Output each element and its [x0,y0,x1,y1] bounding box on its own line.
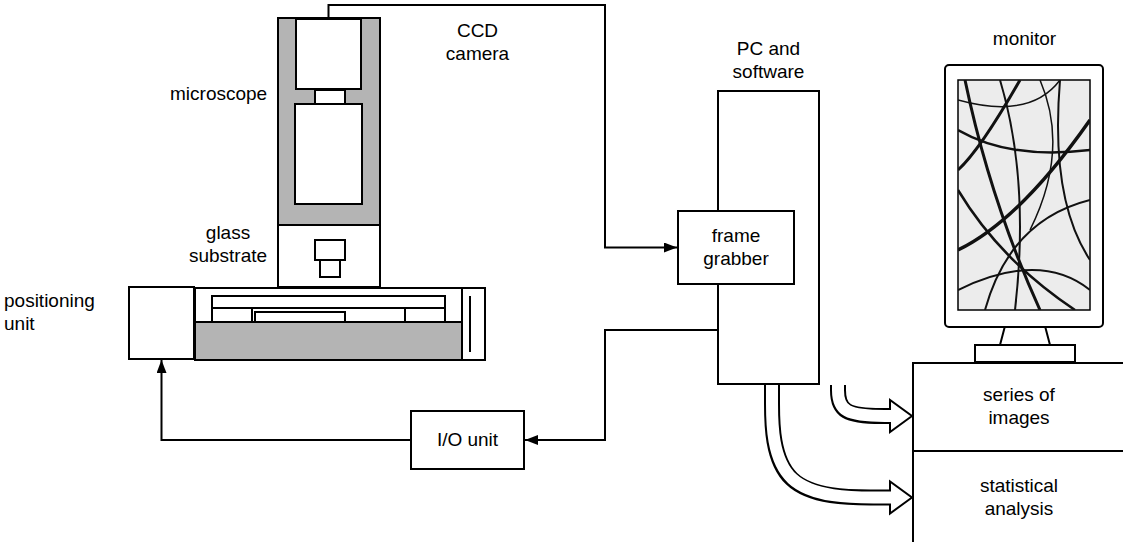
stage-frame [195,288,462,322]
objective-lens [320,260,340,277]
connector-line [329,5,678,248]
fiber [985,200,1090,310]
component-label: PC and software [712,38,825,84]
connector-line [162,360,411,440]
part-label: monitor [972,28,1077,51]
connector [329,5,678,248]
microscope-drawing [195,18,485,360]
microscope-housing [278,18,380,225]
fiber [1000,80,1020,310]
component-label: CCD camera [430,20,525,66]
part-label: microscope [170,83,275,106]
connector [162,360,411,440]
table-cell: series of images [912,362,1123,452]
fiber-image [958,80,1090,310]
fiber [958,270,1090,290]
connector [838,385,912,432]
hollow-arrow-fill [838,385,894,416]
microscope-lower-housing [278,225,380,287]
microscope-tube [295,104,362,204]
pc-box: PC and softwareframe grabber [717,90,820,385]
stage-support [405,308,445,322]
connector-line [525,330,717,440]
microscope-neck [315,90,345,104]
box-label: frame grabber [679,225,793,271]
stage-column-edge [469,296,471,352]
fiber [1030,80,1053,230]
fiber [958,190,1075,310]
monitor-drawing [945,65,1103,362]
monitor-base [975,345,1075,362]
part-label: glass substrate [183,222,273,268]
connector [525,330,717,440]
fiber [1058,80,1090,260]
box-label: series of images [959,384,1079,430]
hollow-arrow-fill [772,385,894,498]
box-label: statistical analysis [959,475,1079,521]
stage-block [255,312,345,322]
glass-plate [212,296,445,308]
process-box: frame grabber [677,210,795,285]
fiber [958,80,1020,170]
box-label: I/O unit [437,429,498,452]
camera-box: CCD camera [295,18,362,90]
positioning-box: positioning unit [128,286,195,360]
stage-column [462,288,485,360]
monitor-screen [958,80,1090,310]
objective-upper [315,240,345,260]
monitor-frame [945,65,1103,327]
fiber [958,120,1090,250]
stage-base [195,322,462,360]
monitor-neck [1000,326,1050,345]
stage-support [212,308,252,322]
table-cell: statistical analysis [912,450,1123,542]
connector [772,385,912,514]
component-label: positioning unit [4,290,122,336]
process-box: I/O unit [410,410,525,470]
